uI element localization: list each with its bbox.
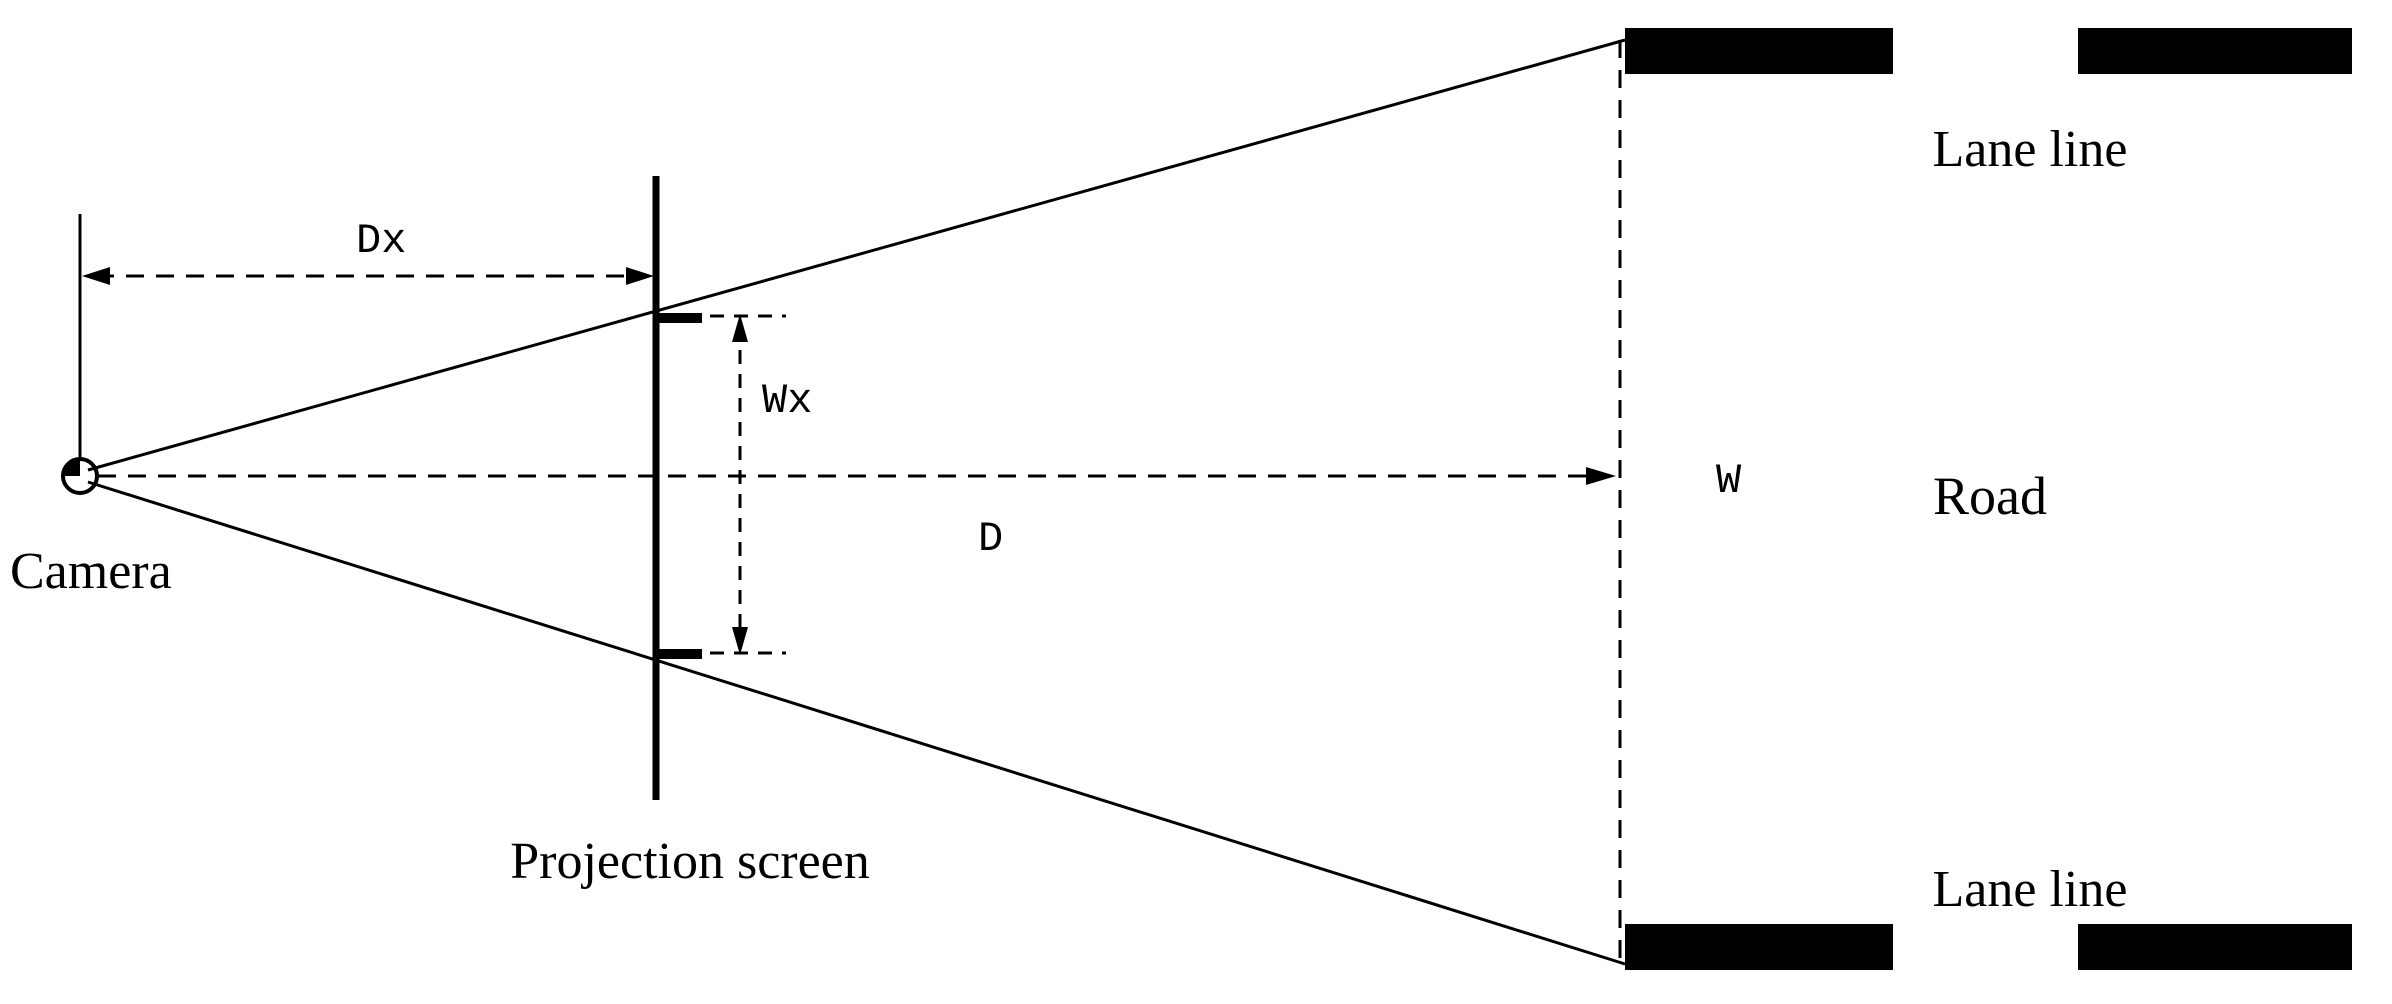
wx-arrowhead-bottom bbox=[732, 627, 748, 655]
lane-bar-top-2 bbox=[2078, 28, 2352, 74]
screen-mark-upper bbox=[658, 313, 702, 323]
dx-arrowhead-right bbox=[626, 267, 654, 285]
screen-mark-lower bbox=[658, 649, 702, 659]
wx-arrowhead-top bbox=[732, 314, 748, 342]
w-label: W bbox=[1716, 457, 1742, 505]
lane-bar-top-1 bbox=[1625, 28, 1893, 74]
d-label: D bbox=[978, 515, 1003, 563]
lane-line-top-label: Lane line bbox=[1933, 121, 2128, 178]
lane-bar-bottom-2 bbox=[2078, 924, 2352, 970]
camera-label: Camera bbox=[10, 543, 172, 600]
lane-bar-bottom-1 bbox=[1625, 924, 1893, 970]
road-label: Road bbox=[1933, 466, 2047, 526]
dx-arrowhead-left bbox=[82, 267, 110, 285]
sight-line-upper bbox=[87, 38, 1626, 472]
sight-line-lower bbox=[87, 480, 1626, 966]
wx-label: Wx bbox=[762, 377, 812, 425]
camera-icon bbox=[61, 457, 99, 495]
d-arrowhead-right bbox=[1586, 467, 1616, 485]
projection-screen-label: Projection screen bbox=[510, 833, 870, 890]
lane-line-bottom-label: Lane line bbox=[1933, 861, 2128, 918]
dx-label: Dx bbox=[356, 217, 406, 265]
